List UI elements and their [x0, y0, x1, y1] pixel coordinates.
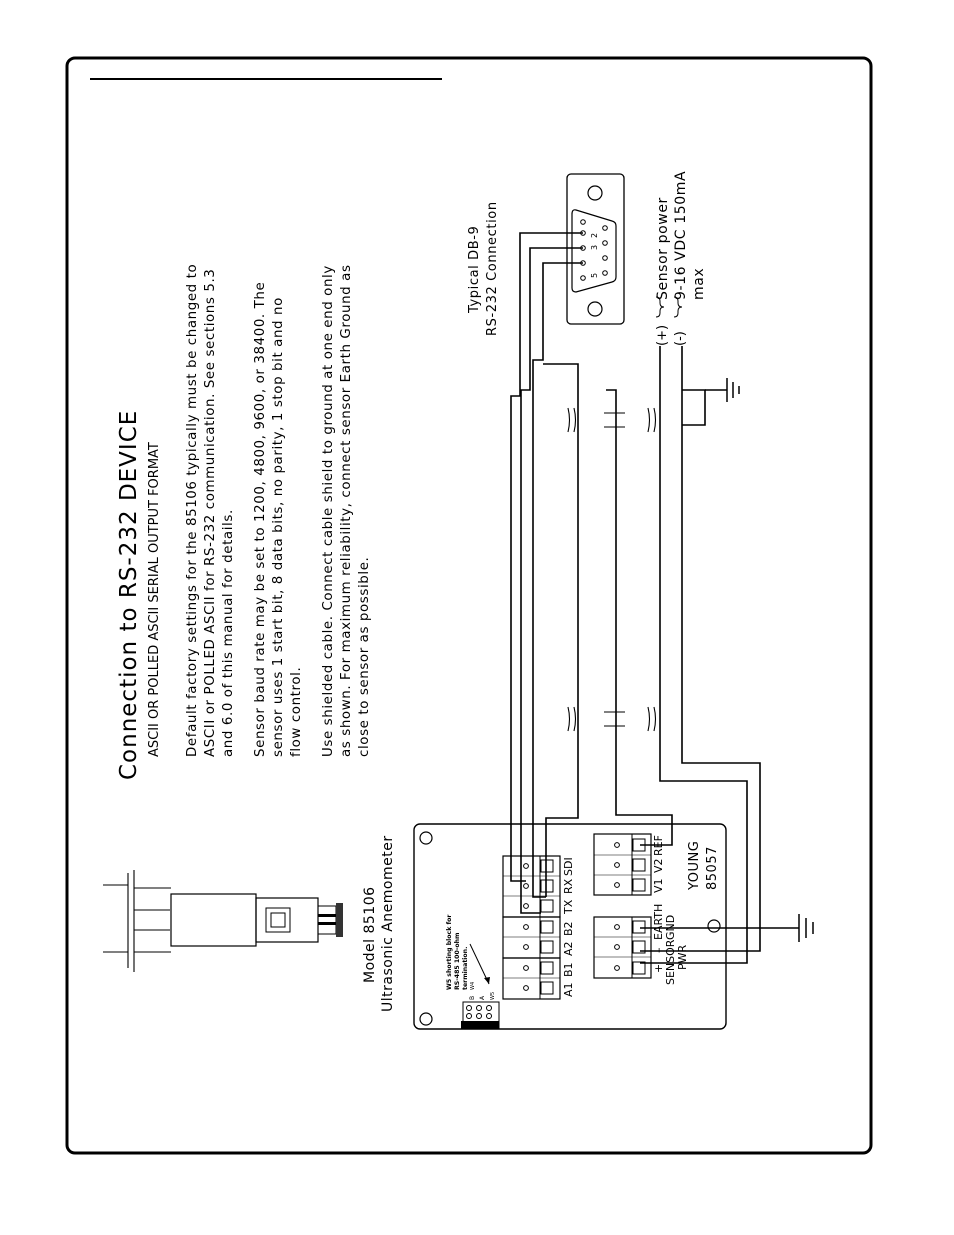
upper-terminal-strip [502, 855, 561, 1000]
terminal-label-rx: RX [562, 878, 575, 894]
note-3-line-2: as shown. For maximum reliability, conne… [339, 264, 354, 757]
db9-screw-bottom [587, 301, 603, 317]
sensor-model-label: Model 85106 [362, 886, 378, 983]
db9-pin-5-label: 5 [590, 273, 599, 278]
lower-terminal-strip [593, 833, 652, 979]
w5-jumper: B A W4 W5 [461, 982, 500, 1030]
page-title: Connection to RS-232 DEVICE [116, 410, 142, 780]
terminal-label-b1: B1 [562, 962, 575, 977]
board-name: YOUNG [687, 841, 702, 891]
mounting-hole-top-left [419, 831, 433, 845]
db9-label-line-1: Typical DB-9 [467, 226, 482, 314]
anemometer-drawing [103, 870, 343, 972]
wire-db9-pin5 [532, 262, 583, 898]
power-label-line-2: 9-16 VDC 150mA [673, 171, 689, 300]
db9-connector: 5 3 2 [566, 173, 625, 325]
mounting-hole-bottom-left [419, 1012, 433, 1026]
power-label-line-1: Sensor power [655, 197, 671, 300]
page-subtitle: ASCII OR POLLED ASCII SERIAL OUTPUT FORM… [147, 442, 162, 757]
w5-note-line-3: termination. [462, 947, 469, 990]
board-number: 85057 [705, 846, 720, 890]
jumper-label-b: B [469, 996, 476, 1000]
mounting-hole-bottom-right [707, 919, 721, 933]
terminal-label-sdi: SDI [562, 857, 575, 876]
db9-pin-3-label: 3 [590, 245, 599, 250]
page-border [65, 56, 873, 1155]
wire-db9-pin3 [520, 247, 583, 914]
ground-symbol-bottom [798, 914, 814, 942]
db9-screw-top [587, 185, 603, 201]
note-1-line-3: and 6.0 of this manual for details. [221, 509, 236, 757]
jumper-label-w4: W4 [470, 982, 476, 990]
power-label-line-3: max [691, 268, 707, 300]
terminal-label-earth: EARTH [652, 904, 665, 940]
db9-d-shape [571, 209, 617, 293]
note-2-line-2: sensor uses 1 start bit, 8 data bits, no… [271, 297, 286, 757]
note-2-line-3: flow control. [289, 667, 304, 757]
note-3-line-3: close to sensor as possible. [357, 557, 372, 757]
w5-note-line-2: RS-485 100-ohm [454, 933, 461, 990]
w5-note-arrow [469, 943, 490, 985]
terminal-label-v1: V1 [652, 878, 665, 893]
note-3-line-1: Use shielded cable. Connect cable shield… [321, 265, 336, 757]
terminal-label-plus: + [652, 964, 665, 973]
sensor-type-label: Ultrasonic Anemometer [380, 835, 396, 1012]
ground-symbol-top [726, 378, 740, 402]
terminal-label-a2: A2 [562, 941, 575, 956]
upper-terminal-labels: A1 B1 A2 B2 TX RX SDI [562, 857, 575, 997]
jumper-label-a: A [479, 995, 486, 1000]
terminal-group-pwr: PWR [676, 944, 689, 970]
jumper-label-w5: W5 [490, 992, 496, 1000]
terminal-label-a1: A1 [562, 982, 575, 997]
note-2-line-1: Sensor baud rate may be set to 1200, 480… [253, 282, 268, 757]
terminal-board: A1 B1 A2 B2 TX RX SDI [413, 823, 727, 1030]
db9-label-line-2: RS-232 Connection [485, 201, 500, 336]
wire-db9-pin2 [510, 232, 583, 882]
wire-shield-tap [682, 389, 706, 426]
note-1-line-2: ASCII or POLLED ASCII for RS-232 communi… [203, 269, 218, 757]
terminal-label-b2: B2 [562, 921, 575, 936]
cable-shield-marks [567, 407, 657, 732]
note-1-line-1: Default factory settings for the 85106 t… [185, 264, 200, 757]
cable-wires [510, 232, 799, 964]
wire-ref-return [543, 363, 579, 897]
wire-ref [606, 389, 673, 846]
title-block: Connection to RS-232 DEVICE ASCII OR POL… [116, 410, 162, 780]
wire-power-plus [640, 346, 748, 964]
power-plus-label: (+) [655, 325, 670, 346]
w5-note-line-1: W5 shorting block for [446, 914, 453, 990]
terminal-label-tx: TX [562, 899, 575, 915]
terminal-label-v2: V2 [652, 858, 665, 873]
notes-block: Default factory settings for the 85106 t… [185, 264, 372, 757]
board-outline [413, 823, 727, 1030]
db9-shell [566, 173, 625, 325]
power-label-group: (+) (-) Sensor power 9-16 VDC 150mA max [655, 171, 707, 346]
db9-pin-2-label: 2 [590, 233, 599, 238]
wire-power-minus [640, 346, 761, 952]
power-minus-label: (-) [673, 331, 688, 346]
